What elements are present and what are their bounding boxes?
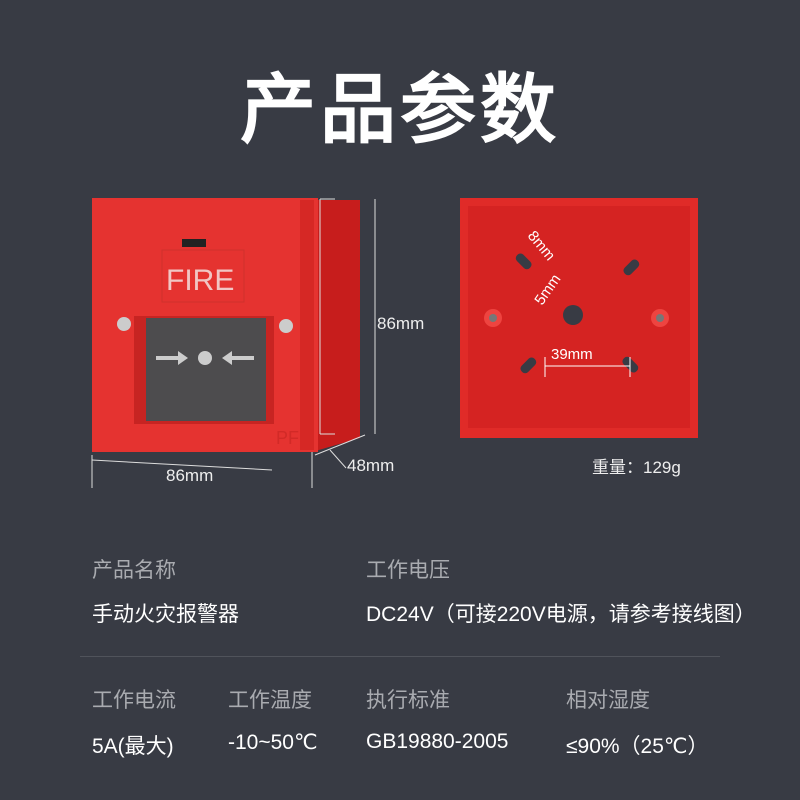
spec-label: 工作电压 xyxy=(366,559,450,582)
pf-mark: PF xyxy=(276,428,299,448)
arrow-right-icon xyxy=(156,351,188,365)
front-view: FIRE PF xyxy=(92,198,360,452)
hole-spacing-label: 39mm xyxy=(551,346,593,363)
spec-label: 执行标准 xyxy=(366,689,450,712)
width-dimension: 86mm xyxy=(166,466,214,485)
spec-value: ≤90%（25℃） xyxy=(566,735,709,758)
arrow-left-icon xyxy=(222,351,254,365)
back-view: 39mm 8mm 5mm xyxy=(460,198,698,438)
page-title: 产品参数 xyxy=(240,68,560,153)
spec-value: GB19880-2005 xyxy=(366,730,509,753)
depth-dimension: 48mm xyxy=(347,456,395,475)
spec-value: 手动火灾报警器 xyxy=(92,603,239,626)
divider xyxy=(80,656,720,657)
spec-value: 5A(最大) xyxy=(92,735,174,758)
screw-icon xyxy=(279,319,293,333)
height-dimension: 86mm xyxy=(377,314,425,333)
spec-label: 工作电流 xyxy=(92,689,176,712)
weight-label: 重量：129g xyxy=(592,458,681,477)
spec-value: -10~50℃ xyxy=(228,731,318,754)
dimension-lines xyxy=(91,198,376,488)
fire-label: FIRE xyxy=(166,264,234,297)
spec-value: DC24V（可接220V电源，请参考接线图） xyxy=(366,603,756,626)
spec-label: 相对湿度 xyxy=(566,689,650,712)
screw-icon xyxy=(117,317,131,331)
spec-label: 工作温度 xyxy=(228,689,312,712)
spec-label: 产品名称 xyxy=(92,559,176,582)
